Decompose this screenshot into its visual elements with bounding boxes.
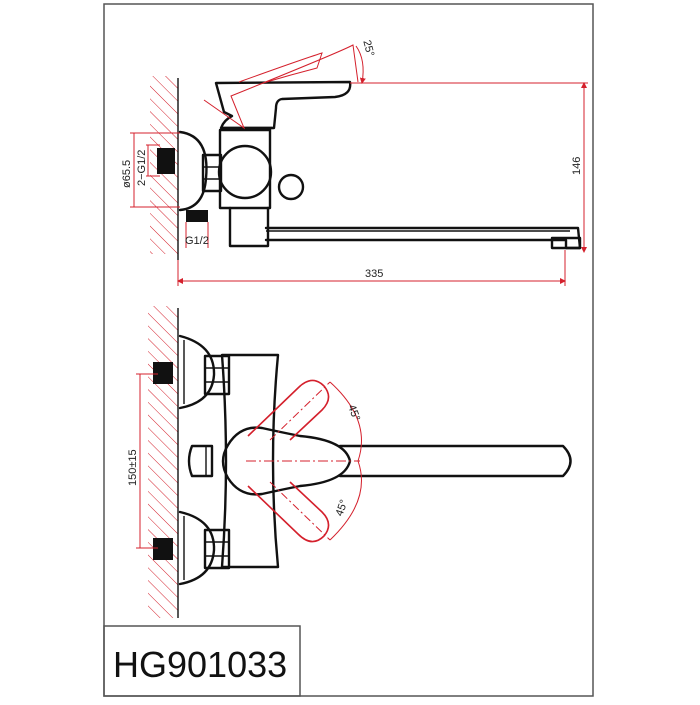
handle-angle-label: 25° xyxy=(360,39,376,58)
outlet-thread-label: G1/2 xyxy=(185,235,209,247)
rotation-up-label: 45° xyxy=(345,403,362,423)
inlet-pipe-side xyxy=(157,148,175,174)
flange-top-lower xyxy=(178,510,216,586)
flange-side xyxy=(178,130,208,212)
valve-cartridge-circle xyxy=(217,144,273,200)
diverter-knob-side xyxy=(277,173,305,201)
inlet-pipe-top-lower xyxy=(153,538,173,560)
nut-top-lower xyxy=(203,528,231,570)
angle-arc-25 xyxy=(355,45,366,84)
flange-diameter-label: ø65.5 xyxy=(121,160,133,188)
wall-hatch-top xyxy=(148,306,178,618)
spout-top xyxy=(338,444,572,478)
outlet-fitting-side xyxy=(186,210,208,222)
angle-arc-45 xyxy=(329,381,362,541)
side-view: 25° 146 335 ø65.5 2−G1/2 G1/2 xyxy=(121,39,588,286)
spout-length-label: 335 xyxy=(365,268,383,280)
drawing-frame xyxy=(103,3,594,697)
top-view: 45° 45° 150±15 xyxy=(127,306,572,618)
flange-top-upper xyxy=(178,334,216,410)
handle-rotated-ghost xyxy=(203,44,359,130)
height-label: 146 xyxy=(571,157,583,175)
aerator-side xyxy=(550,236,582,250)
nut-top-upper xyxy=(203,354,231,396)
spout-base-side xyxy=(228,206,270,248)
diverter-knob-top xyxy=(187,444,214,478)
handle-ghost-upper xyxy=(247,379,330,441)
rotation-down-label: 45° xyxy=(334,498,351,518)
model-number: HG901033 xyxy=(113,644,287,685)
inlet-thread-label: 2−G1/2 xyxy=(136,150,148,186)
handle-ghost-lower xyxy=(247,481,330,543)
inlet-pipe-top-upper xyxy=(153,362,173,384)
valve-body-side xyxy=(218,128,272,210)
lever-handle-side xyxy=(214,80,352,130)
inlet-spacing-label: 150±15 xyxy=(127,449,139,486)
title-block xyxy=(103,625,301,697)
lever-handle-top xyxy=(221,426,352,496)
